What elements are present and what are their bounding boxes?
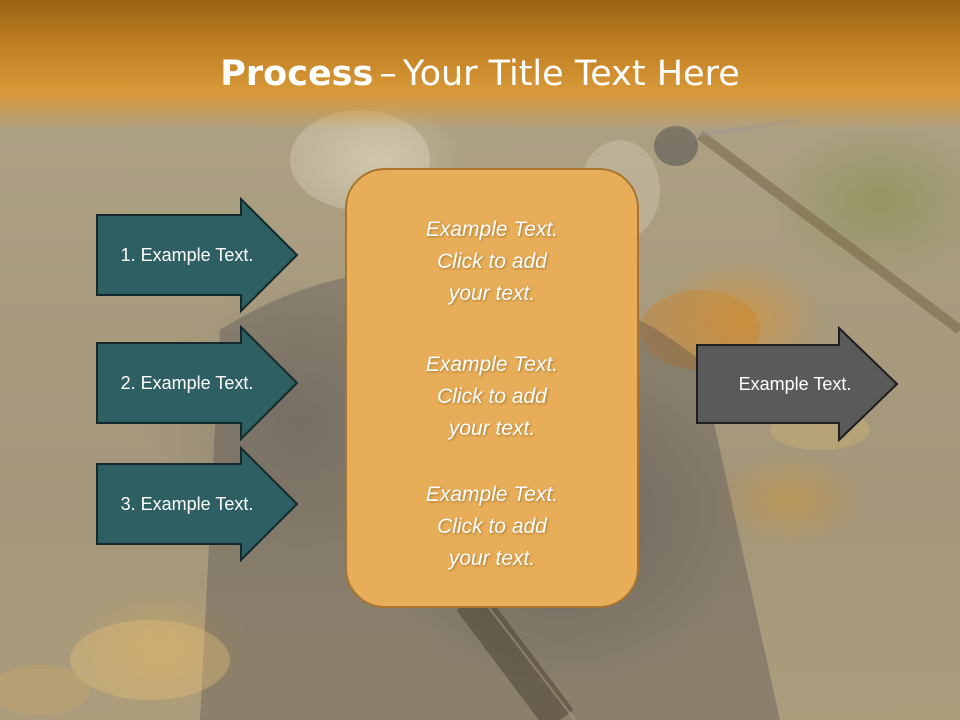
step-arrow-1-shape [96, 196, 299, 314]
step-arrow-1-label: 1. Example Text. [120, 244, 254, 265]
step-arrow-2[interactable]: 2. Example Text. [96, 324, 299, 442]
title-dash: – [379, 54, 397, 94]
step-arrow-2-shape [96, 324, 299, 442]
step-arrow-1[interactable]: 1. Example Text. [96, 196, 299, 314]
center-text-box[interactable]: Example Text. Click to add your text. Ex… [345, 168, 639, 608]
slide-title[interactable]: Process–Your Title Text Here [0, 52, 960, 96]
center-block-3-line-3: your text. [448, 547, 536, 570]
center-text-block-3: Example Text. Click to add your text. [347, 479, 637, 575]
center-block-2-line-1: Example Text. [425, 353, 559, 376]
output-arrow-shape [696, 325, 899, 443]
step-arrow-3-label: 3. Example Text. [120, 493, 254, 514]
center-block-3-line-2: Click to add [437, 515, 547, 538]
title-bar [0, 0, 960, 130]
step-arrow-3-shape [96, 445, 299, 563]
center-text-block-2: Example Text. Click to add your text. [347, 349, 637, 445]
center-block-1-line-2: Click to add [437, 250, 547, 273]
title-strong: Process [220, 54, 374, 94]
center-text-block-1: Example Text. Click to add your text. [347, 214, 637, 310]
output-arrow[interactable]: Example Text. [696, 325, 899, 443]
center-block-3-line-1: Example Text. [425, 483, 559, 506]
output-arrow-label: Example Text. [738, 373, 852, 394]
center-block-1-line-3: your text. [448, 282, 536, 305]
center-block-2-line-2: Click to add [437, 385, 547, 408]
center-block-1-line-1: Example Text. [425, 218, 559, 241]
step-arrow-2-label: 2. Example Text. [120, 372, 254, 393]
step-arrow-3[interactable]: 3. Example Text. [96, 445, 299, 563]
center-block-2-line-3: your text. [448, 417, 536, 440]
title-rest: Your Title Text Here [402, 54, 740, 94]
